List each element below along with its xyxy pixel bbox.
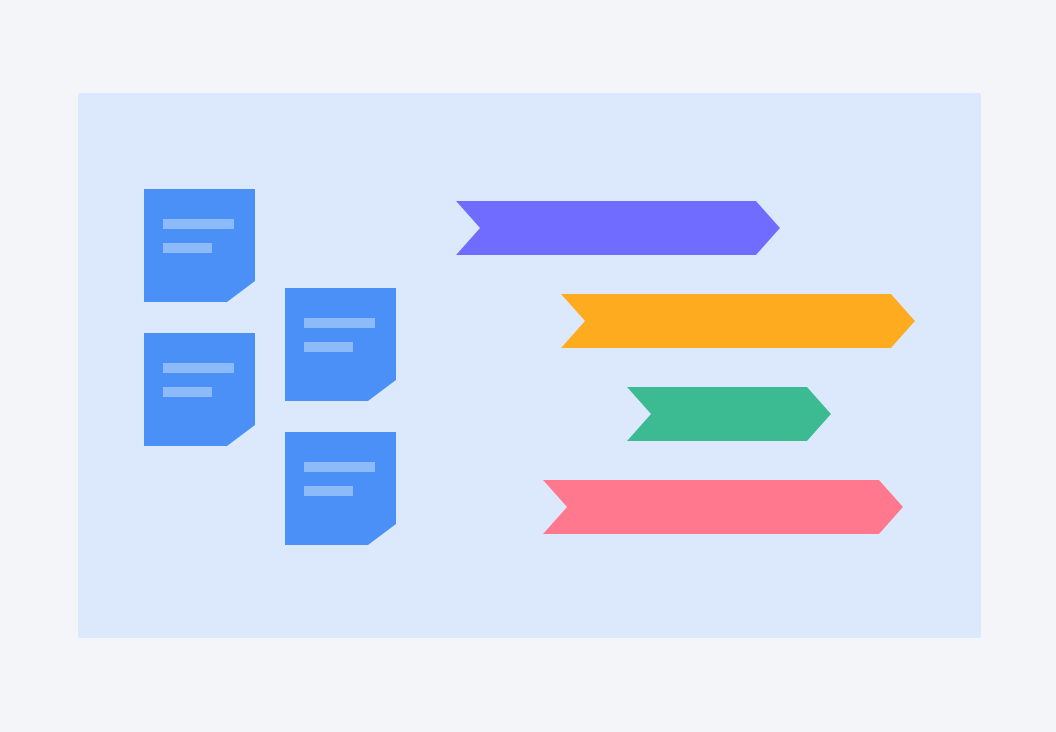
chevron-banner-icon <box>561 294 915 348</box>
chevron-banner-icon <box>456 201 780 255</box>
sticky-note-icon <box>144 189 255 302</box>
chevron-banner-icon <box>543 480 903 534</box>
sticky-note-icon <box>144 333 255 446</box>
sticky-note-icon <box>285 288 396 401</box>
sticky-note-icon <box>285 432 396 545</box>
chevron-banner-icon <box>627 387 831 441</box>
